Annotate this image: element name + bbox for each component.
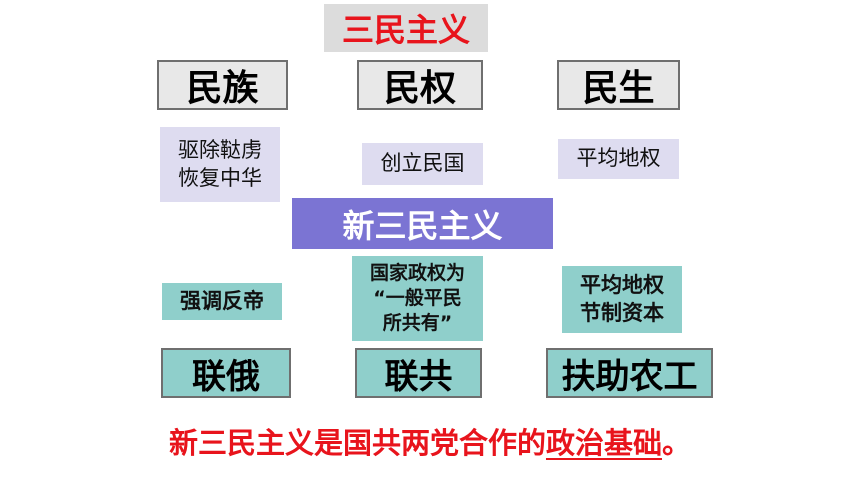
old-minzu-line-2: 恢复中华 [178, 165, 262, 190]
old-minsheng-box: 平均地权 [558, 139, 679, 179]
conclusion-text: 新三民主义是国共两党合作的政治基础。 [0, 420, 860, 462]
head-minsheng: 民生 [557, 60, 680, 110]
old-minzu-line-1: 驱除鞑虏 [178, 138, 262, 163]
old-minsheng-line-1: 平均地权 [576, 146, 661, 171]
new-minzu-box: 强调反帝 [162, 283, 282, 320]
policy-fuzhu-nonggong: 扶助农工 [546, 348, 713, 398]
old-minquan-box: 创立民国 [362, 143, 483, 185]
new-minzu-line-1: 强调反帝 [180, 288, 264, 313]
head-minzu: 民族 [157, 60, 288, 110]
conclusion-suffix: 。 [662, 426, 692, 460]
new-minsheng-line-2: 节制资本 [580, 300, 664, 325]
policy-lian-gong: 联共 [355, 348, 482, 398]
conclusion-underlined: 政治基础 [545, 426, 662, 460]
new-minquan-line-3: 所共有” [382, 311, 453, 334]
new-minsheng-box: 平均地权 节制资本 [562, 266, 682, 333]
new-minquan-box: 国家政权为 “一般平民 所共有” [352, 256, 483, 341]
conclusion-prefix: 新三民主义是国共两党合作的 [168, 426, 546, 460]
policy-lian-e: 联俄 [161, 348, 291, 398]
head-minquan: 民权 [357, 60, 483, 110]
new-minsheng-line-1: 平均地权 [580, 273, 664, 298]
old-minzu-box: 驱除鞑虏 恢复中华 [160, 127, 280, 202]
new-minquan-line-2: “一般平民 [373, 287, 462, 310]
new-title-bar: 新三民主义 [292, 198, 553, 249]
diagram-title: 三民主义 [324, 4, 488, 52]
old-minquan-line-1: 创立民国 [380, 151, 465, 176]
new-minquan-line-1: 国家政权为 [369, 262, 465, 285]
